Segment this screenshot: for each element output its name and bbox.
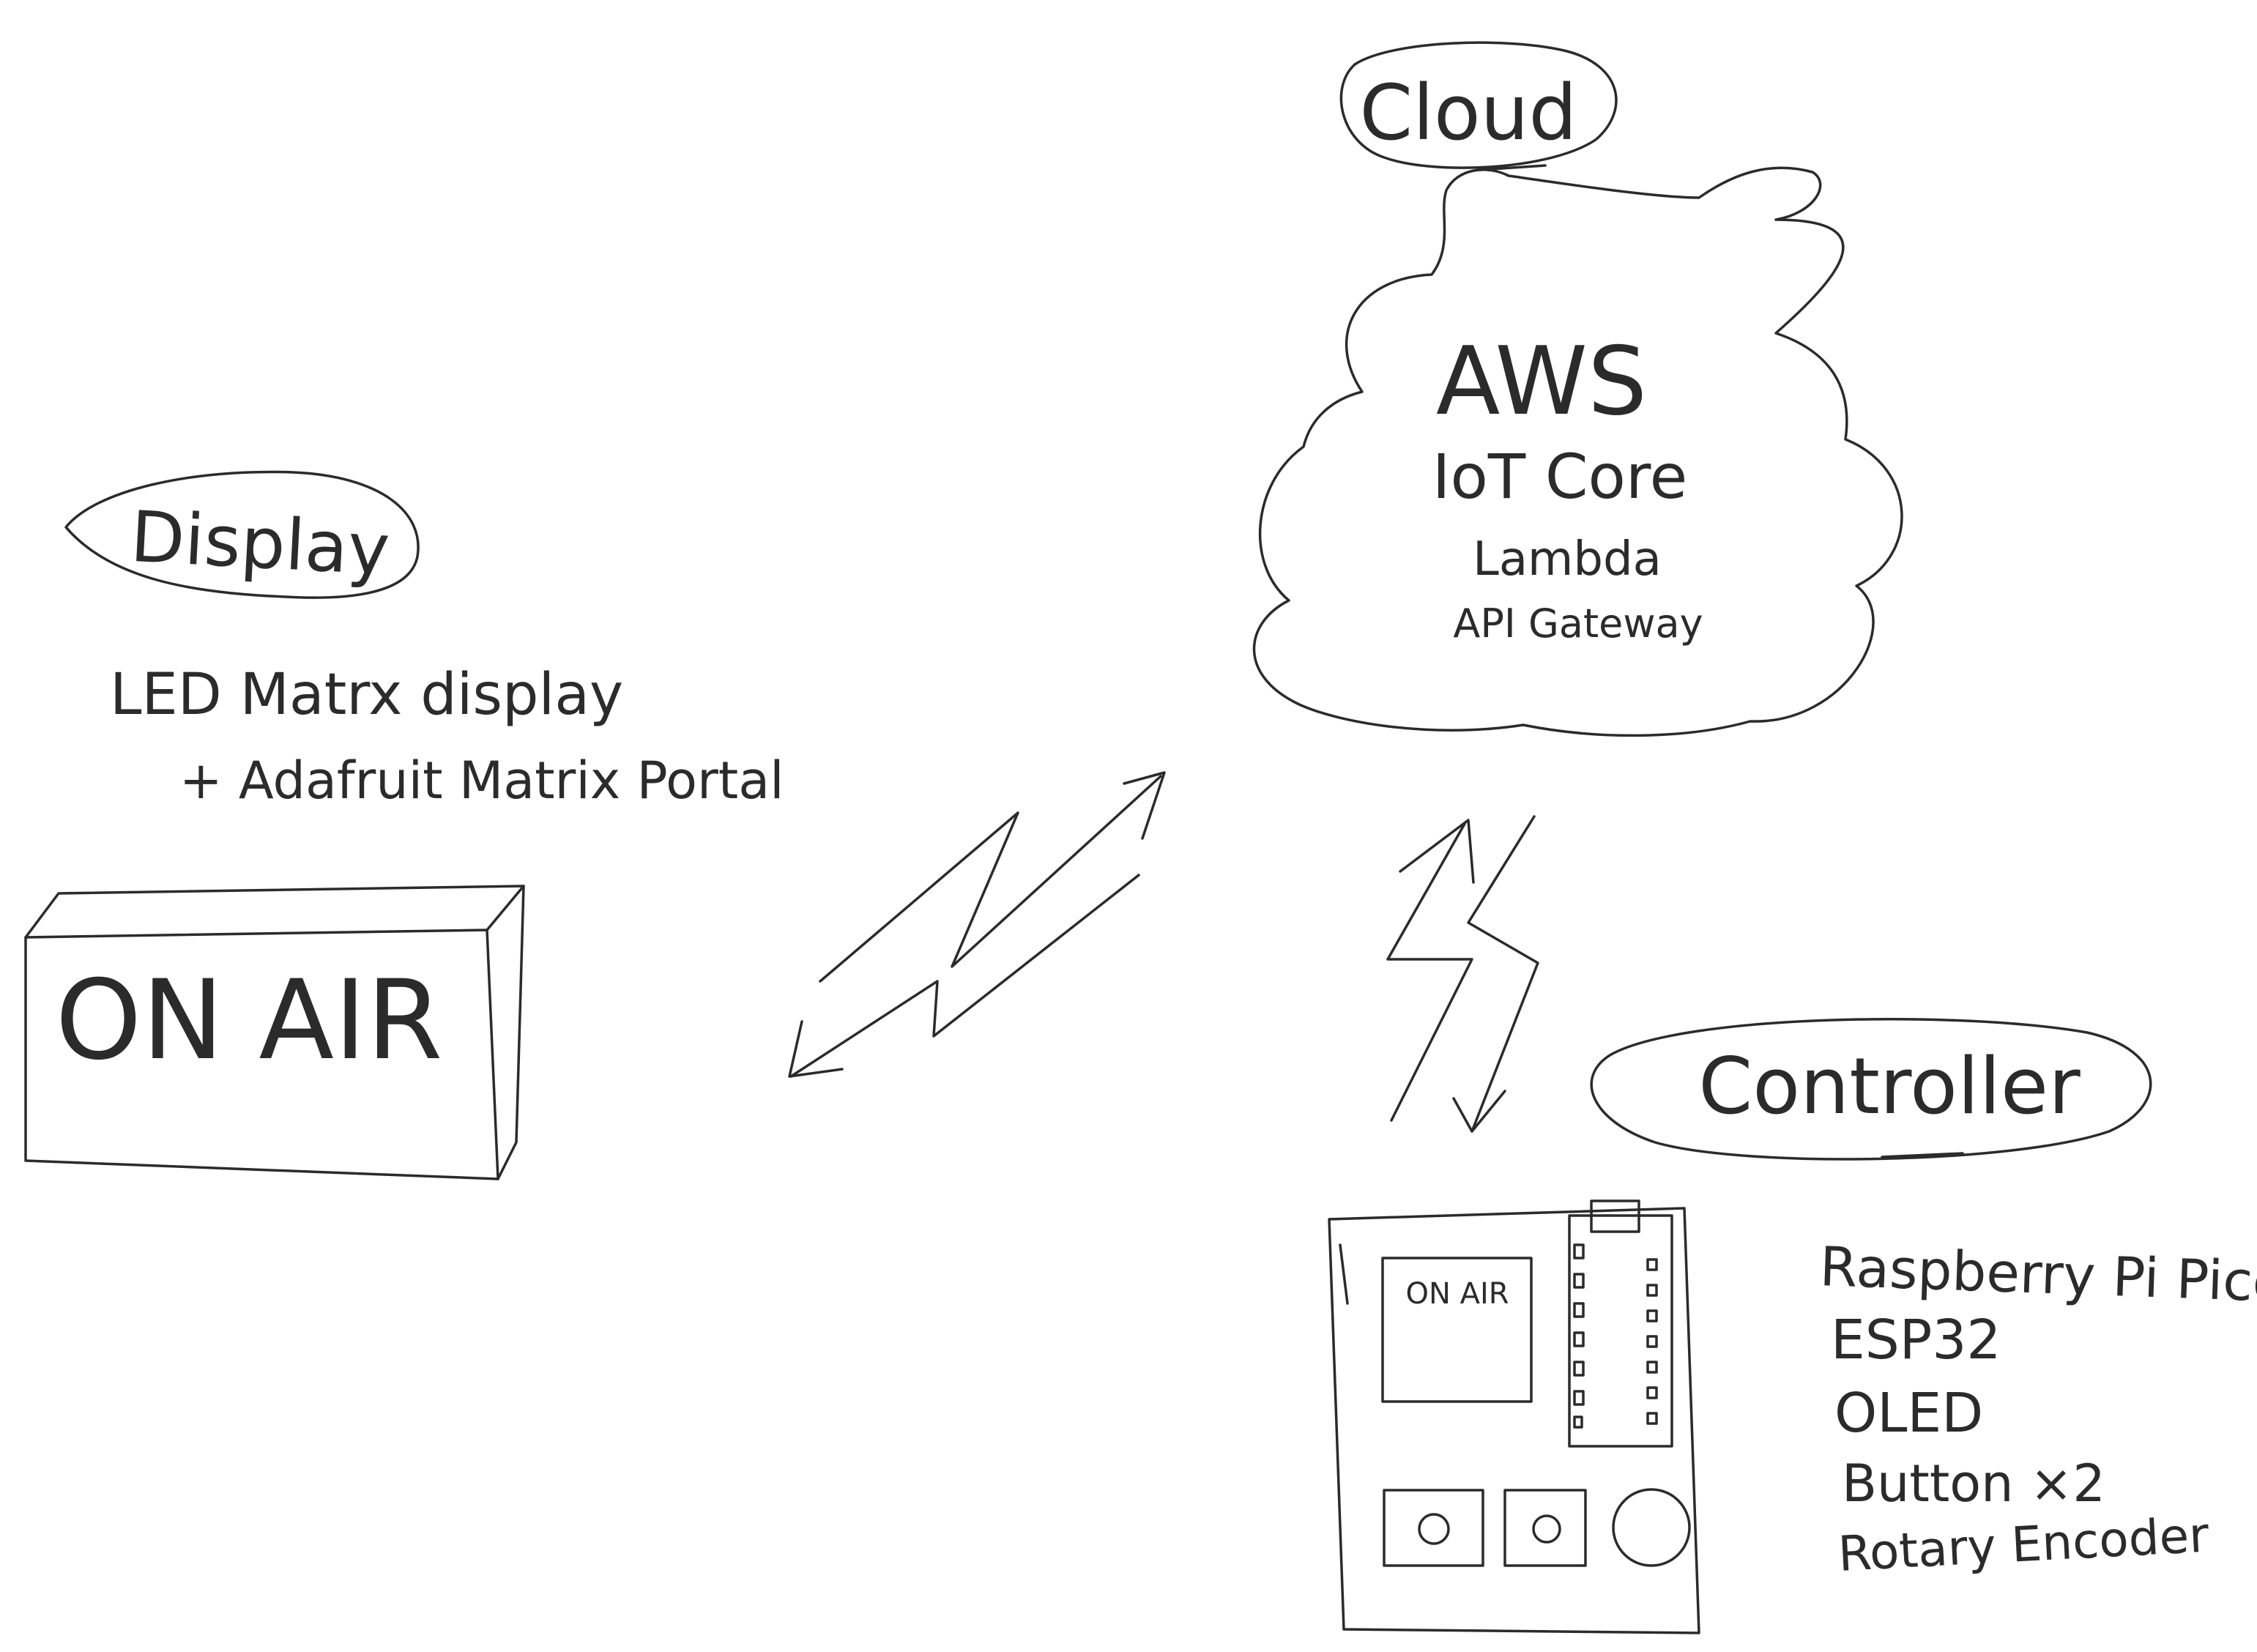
component-esp32: ESP32 [1831, 1309, 2001, 1372]
arrow-head-to-cloud-2 [1399, 819, 1475, 884]
push-button-1 [1383, 1489, 1484, 1567]
board-outline [1328, 1207, 1700, 1634]
oled-screen [1381, 1257, 1533, 1403]
display-label-text: Display [129, 496, 392, 591]
controller-label-text: Controller [1698, 1041, 2081, 1131]
board-inner-edge [1339, 1243, 1349, 1305]
pico-module [1568, 1214, 1673, 1448]
wireless-link-display-cloud [788, 771, 1166, 1078]
sign-text: ON AIR [55, 957, 442, 1084]
cloud-shape [1252, 166, 1903, 737]
sign-side-face [497, 885, 525, 1180]
arrow-head-to-cloud [1123, 771, 1166, 840]
controller-label-group: Controller [1590, 1018, 2152, 1161]
aws-label: AWS [1436, 327, 1647, 436]
wireless-link-cloud-controller [1386, 815, 1539, 1133]
pin-header-left [1573, 1243, 1585, 1429]
oled-screen-text: ON AIR [1405, 1277, 1509, 1311]
iot-core-label: IoT Core [1432, 441, 1688, 513]
cloud-label-group: Cloud [1339, 41, 1618, 171]
rotary-encoder-knob [1612, 1488, 1691, 1567]
arrow-head-to-display [788, 1020, 844, 1078]
display-label-oval [64, 470, 420, 599]
component-rotary-encoder: Rotary Encoder [1837, 1506, 2211, 1582]
sign-top-face [24, 885, 525, 939]
api-gateway-label: API Gateway [1453, 600, 1703, 647]
controller-board: ON AIR [1328, 1199, 1700, 1634]
push-button-2 [1503, 1489, 1587, 1567]
lightning-bolt-controller [1386, 815, 1539, 1133]
usb-connector [1590, 1199, 1640, 1233]
controller-label-oval [1590, 1018, 2152, 1161]
lightning-bolt-display [789, 775, 1162, 1078]
pin-header-right [1646, 1258, 1658, 1425]
push-button-2-cap [1532, 1514, 1561, 1544]
display-description-line1: LED Matrx display [110, 662, 623, 728]
display-description-line2: + Adafruit Matrix Portal [179, 751, 784, 811]
cloud-label-text: Cloud [1359, 68, 1577, 157]
arrow-head-to-controller [1452, 1090, 1506, 1133]
component-oled: OLED [1834, 1382, 1983, 1445]
aws-cloud-group: AWS IoT Core Lambda API Gateway [1252, 166, 1903, 737]
component-pico: Raspberry Pi Pico [1818, 1235, 2257, 1314]
component-buttons: Button ×2 [1842, 1454, 2105, 1514]
display-label-group: Display [64, 470, 420, 599]
lambda-label: Lambda [1473, 532, 1662, 587]
push-button-1-cap [1418, 1513, 1450, 1545]
on-air-sign: ON AIR [24, 885, 525, 1180]
controller-components: Raspberry Pi Pico ESP32 OLED Button ×2 R… [1818, 1235, 2257, 1582]
